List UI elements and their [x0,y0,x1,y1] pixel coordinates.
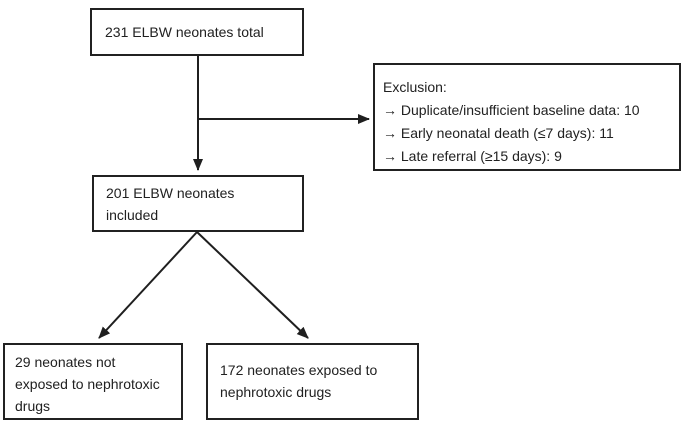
box-not-exposed-text-line: drugs [15,398,51,414]
box-not-exposed: 29 neonates not exposed to nephrotoxic d… [3,343,183,420]
box-exclusion: Exclusion: → Duplicate/insufficient base… [373,63,681,171]
box-exposed: 172 neonates exposed to nephrotoxic drug… [206,343,419,420]
box-not-exposed-text-line: exposed to nephrotoxic [15,376,160,392]
box-included-text-line: 201 ELBW neonates [106,185,235,201]
exclusion-title: Exclusion: [383,79,447,95]
exclusion-item: → Duplicate/insufficient baseline data: … [383,102,640,118]
box-total-neonates: 231 ELBW neonates total [90,8,304,56]
box-not-exposed-text-line: 29 neonates not [15,354,116,370]
box-total-text: 231 ELBW neonates total [105,24,264,40]
exclusion-item: → Late referral (≥15 days): 9 [383,148,562,164]
connector-included-to-exposed [196,231,309,339]
exclusion-item: → Early neonatal death (≤7 days): 11 [383,125,614,141]
box-exposed-text-line: nephrotoxic drugs [220,384,332,400]
box-included-text-line: included [106,207,159,223]
box-exposed-text-line: 172 neonates exposed to [220,362,378,378]
connector-included-to-not-exposed [98,231,198,339]
box-included-neonates: 201 ELBW neonates included [92,175,304,232]
